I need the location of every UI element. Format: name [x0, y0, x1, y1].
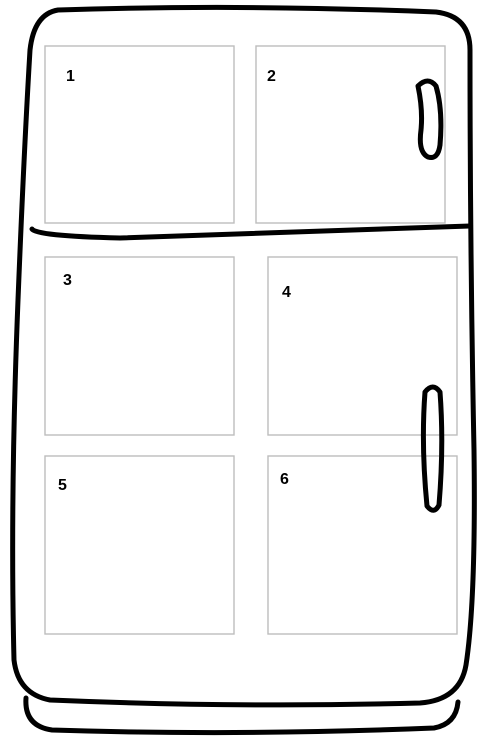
fridge-handle [423, 387, 441, 510]
panel-4 [268, 257, 457, 435]
panel-6 [268, 456, 457, 634]
panel-5 [45, 456, 234, 634]
panel-label-6: 6 [280, 471, 289, 489]
panel-label-5: 5 [58, 477, 67, 495]
panel-label-1: 1 [66, 68, 75, 86]
fridge-body-outline [13, 7, 475, 704]
freezer-handle [418, 81, 441, 158]
panel-label-4: 4 [282, 284, 291, 302]
panel-label-3: 3 [63, 272, 72, 290]
panel-3 [45, 257, 234, 435]
panel-2 [256, 46, 445, 223]
freezer-divider [32, 226, 470, 238]
panel-label-2: 2 [267, 68, 276, 86]
